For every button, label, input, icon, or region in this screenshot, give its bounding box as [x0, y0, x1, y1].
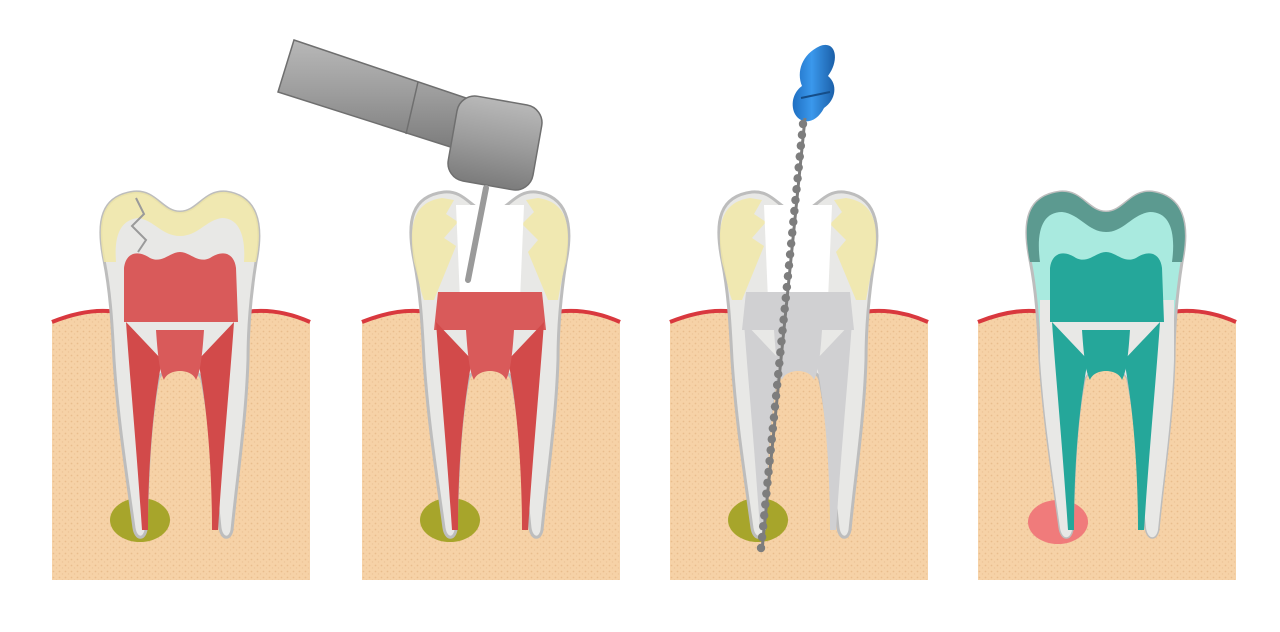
- file-bead: [790, 206, 799, 216]
- file-bead: [782, 282, 792, 292]
- enamel-cap: [719, 198, 877, 300]
- file-bead: [780, 304, 789, 314]
- file-bead: [760, 511, 769, 520]
- file-bead: [764, 467, 773, 477]
- left-root-canal: [744, 322, 780, 530]
- file-bead: [793, 174, 802, 183]
- file-bead: [784, 261, 794, 270]
- pulp-chamber: [124, 252, 238, 322]
- file-bead: [785, 250, 795, 259]
- drill-bit: [465, 185, 489, 283]
- file-bead: [758, 522, 768, 531]
- file-bead: [771, 391, 781, 400]
- file-bead: [775, 358, 784, 368]
- crack-line: [130, 197, 148, 253]
- file-bead: [797, 130, 807, 140]
- crown-shell: [1026, 191, 1185, 262]
- file-bead: [768, 424, 778, 433]
- left-root-canal: [1052, 322, 1088, 530]
- file-bead: [788, 228, 797, 237]
- file-bead: [794, 163, 803, 172]
- file-handle-groove: [800, 91, 831, 99]
- chamber-floor: [156, 330, 204, 380]
- file-bead: [769, 413, 779, 422]
- right-root-canal: [816, 322, 852, 530]
- access-cavity: [764, 205, 832, 300]
- file-bead: [778, 326, 787, 335]
- file-bead: [761, 500, 770, 509]
- handpiece-joint: [405, 81, 419, 135]
- left-root-canal: [436, 322, 472, 530]
- chamber-floor: [1082, 330, 1130, 380]
- stage-filled-and-crowned: [977, 190, 1237, 580]
- right-root-canal: [198, 322, 234, 530]
- file-bead: [756, 543, 766, 553]
- file-bead: [762, 489, 771, 498]
- endodontic-file-icon: [756, 44, 835, 553]
- file-bead: [776, 348, 785, 357]
- file-bead: [777, 337, 786, 346]
- right-root-canal: [1124, 322, 1160, 530]
- dental-handpiece-icon: [277, 39, 543, 283]
- pulp-chamber: [1050, 252, 1164, 322]
- file-bead: [774, 369, 783, 379]
- left-root-canal: [126, 322, 162, 530]
- file-handle: [792, 44, 835, 122]
- file-bead: [786, 239, 796, 248]
- file-bead: [757, 532, 767, 542]
- handpiece-head: [447, 95, 543, 191]
- enamel-cap: [100, 191, 259, 262]
- file-bead: [770, 402, 780, 411]
- handpiece-body: [277, 39, 473, 151]
- stage-canal-cleaning: [669, 44, 929, 580]
- file-bead: [781, 293, 790, 303]
- file-bead: [795, 152, 804, 161]
- chamber-floor: [774, 330, 822, 380]
- file-bead: [765, 456, 774, 466]
- stage-infected-tooth: [51, 190, 311, 580]
- stage-drilling: [277, 39, 621, 580]
- file-bead: [766, 445, 775, 455]
- file-bead: [792, 185, 801, 194]
- pulp-chamber: [742, 292, 854, 330]
- file-bead: [796, 141, 806, 150]
- pulp-chamber: [434, 292, 546, 330]
- file-bead: [791, 195, 800, 205]
- chamber-floor: [466, 330, 514, 380]
- enamel-cap: [411, 198, 569, 300]
- right-root-canal: [508, 322, 544, 530]
- file-bead: [779, 315, 788, 324]
- file-bead: [783, 272, 793, 281]
- file-bead: [763, 478, 772, 487]
- file-bead: [798, 119, 808, 129]
- access-cavity: [456, 205, 524, 300]
- file-bead: [767, 435, 776, 444]
- file-bead: [772, 380, 782, 390]
- file-bead: [789, 217, 798, 227]
